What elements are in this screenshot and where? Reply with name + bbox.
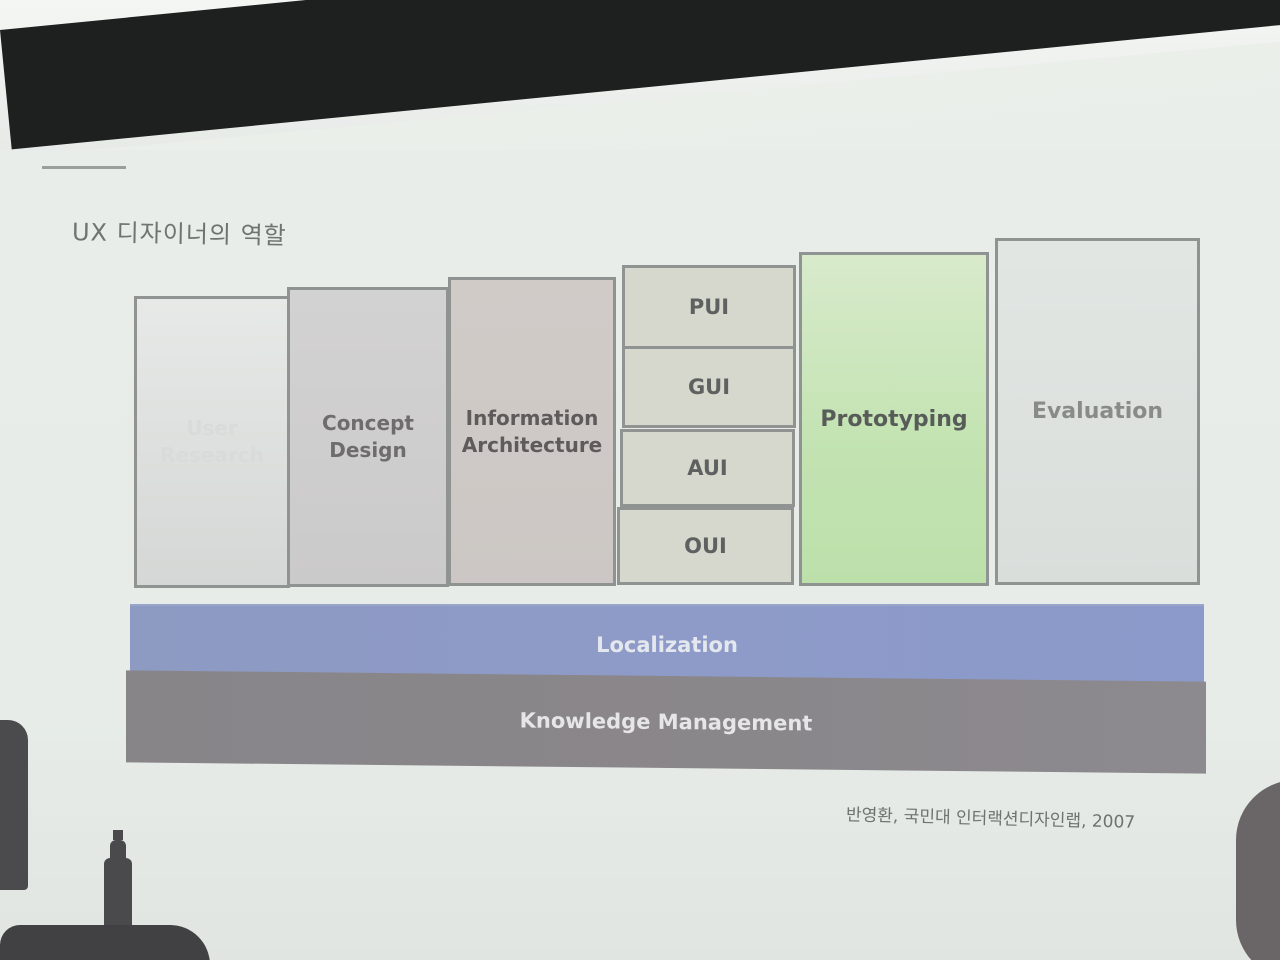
audience-silhouette	[0, 720, 28, 890]
role-evaluation-label: Evaluation	[1031, 399, 1164, 424]
ui-type-pui: PUI	[622, 265, 796, 349]
localization-label: Localization	[596, 633, 738, 657]
ui-type-aui-label: AUI	[687, 455, 728, 480]
slide-title: UX 디자이너의 역할	[71, 218, 288, 250]
audience-head-silhouette	[1236, 780, 1280, 960]
role-prototyping: Prototyping	[799, 252, 989, 586]
knowledge-management-bar: Knowledge Management	[126, 670, 1206, 774]
ui-type-pui-label: PUI	[688, 294, 730, 319]
desk-silhouette	[0, 925, 210, 960]
role-concept-design-label: Concept Design	[322, 411, 414, 462]
knowledge-management-label: Knowledge Management	[519, 708, 813, 736]
title-accent-line	[42, 166, 126, 169]
role-prototyping-label: Prototyping	[820, 406, 968, 432]
role-information-architecture: Information Architecture	[448, 277, 616, 586]
ui-type-gui-label: GUI	[687, 374, 731, 399]
role-evaluation: Evaluation	[995, 238, 1200, 585]
localization-bar: Localization	[130, 604, 1204, 684]
ui-type-oui-label: OUI	[684, 533, 727, 558]
ui-type-oui: OUI	[617, 507, 794, 585]
role-concept-design: Concept Design	[287, 287, 449, 587]
ui-type-gui: GUI	[622, 346, 796, 428]
role-user-research-label: User Research	[160, 416, 264, 467]
role-information-architecture-label: Information Architecture	[461, 405, 603, 457]
role-user-research: User Research	[134, 296, 290, 588]
ui-type-aui: AUI	[620, 429, 795, 507]
